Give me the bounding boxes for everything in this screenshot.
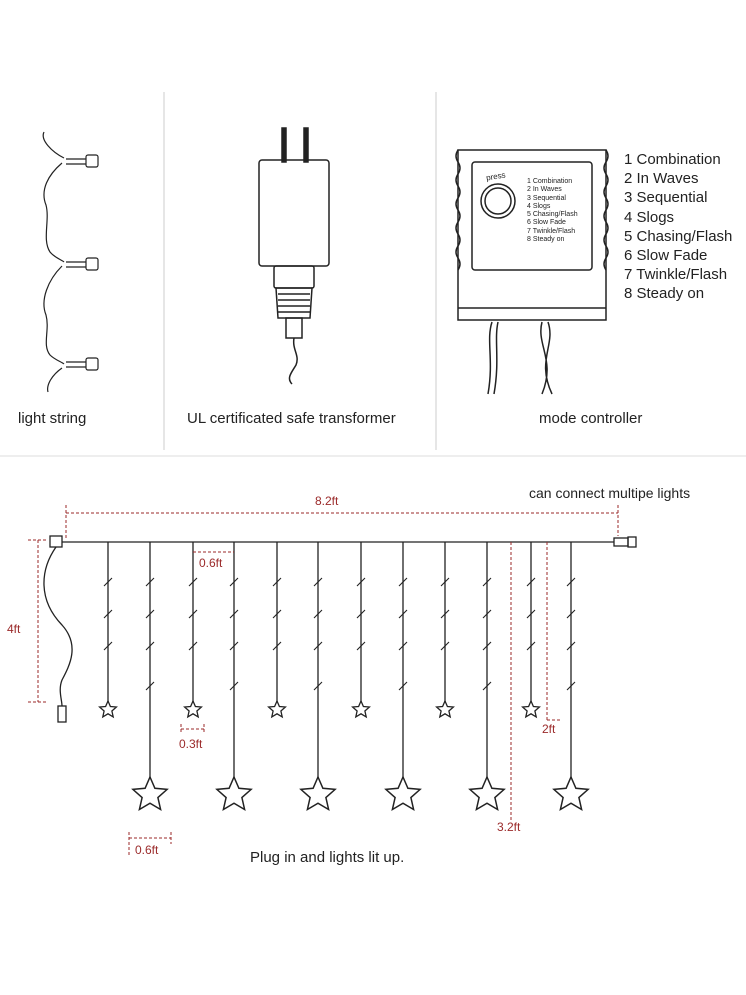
mode-legend-item: 7 Twinkle/Flash: [624, 266, 728, 284]
mode-legend-item: 1 Combination: [624, 151, 721, 168]
controller-mode-item: 7 Twinkle/Flash: [527, 227, 576, 235]
width-dimension-label: 8.2ft: [315, 494, 339, 508]
mode-legend-item: 2 In Waves: [624, 170, 699, 188]
light-string-label: light string: [18, 410, 87, 427]
mode-legend-item: 3 Sequential: [624, 189, 708, 207]
spacing-label: 0.6ft: [199, 556, 223, 570]
big-star-size-label: 0.6ft: [135, 843, 159, 857]
small-star-size-label: 0.3ft: [179, 737, 203, 751]
light-string-icon: [42, 131, 99, 393]
curtain-diagram: [43, 535, 637, 812]
controller-mode-item: 2 In Waves: [527, 186, 562, 194]
long-drop-label: 3.2ft: [497, 820, 521, 834]
transformer-icon: [258, 127, 330, 385]
mode-legend-item: 6 Slow Fade: [624, 247, 708, 265]
controller-mode-item: 6 Slow Fade: [527, 219, 566, 227]
controller-mode-item: 8 Steady on: [527, 236, 565, 244]
controller-mode-item: 5 Chasing/Flash: [527, 211, 578, 219]
connect-label: can connect multipe lights: [529, 485, 691, 501]
mode-legend-item: 8 Steady on: [624, 285, 705, 303]
controller-mode-item: 3 Sequential: [527, 194, 566, 202]
controller-mode-list: 1 Combination 2 In Waves 3 Sequential 4 …: [527, 178, 578, 244]
cord-length-label: 4ft: [7, 622, 21, 636]
mode-legend-item: 5 Chasing/Flash: [624, 227, 733, 245]
transformer-label: UL certificated safe transformer: [187, 410, 396, 427]
controller-mode-item: 1 Combination: [527, 178, 573, 185]
short-drop-label: 2ft: [542, 722, 556, 736]
controller-label: mode controller: [539, 410, 643, 427]
caption: Plug in and lights lit up.: [250, 849, 405, 866]
mode-legend-item: 4 Slogs: [624, 208, 675, 226]
controller-mode-item: 4 Slogs: [527, 202, 551, 210]
mode-controller-icon: [455, 149, 609, 395]
mode-legend: 1 Combination 2 In Waves 3 Sequential 4 …: [624, 150, 732, 304]
dimension-lines: [28, 505, 619, 856]
